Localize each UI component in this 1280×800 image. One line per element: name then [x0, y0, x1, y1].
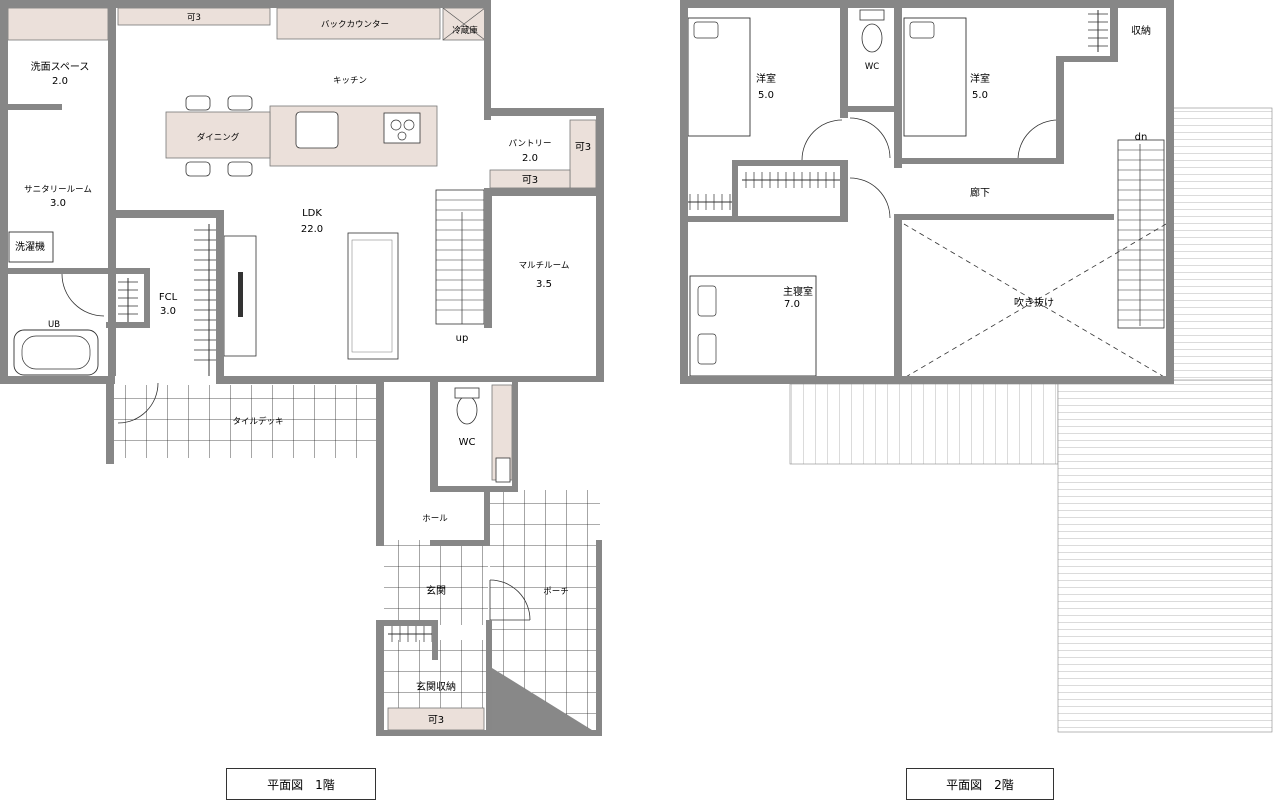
- pantry-shelf-right: [569, 119, 597, 189]
- floor2-walls: [680, 0, 1174, 384]
- caption-floor1-text: 平面図 1階: [267, 777, 335, 792]
- floor2-plan: [680, 0, 1273, 733]
- caption-floor2-text: 平面図 2階: [946, 777, 1014, 792]
- tile-deck-area: [114, 385, 382, 458]
- caption-floor2: 平面図 2階: [906, 768, 1054, 800]
- caption-floor1: 平面図 1階: [226, 768, 376, 800]
- floor1-walls: [0, 0, 604, 736]
- genkan-storage-shelf: [387, 707, 485, 731]
- balcony-deck-upper: [1171, 107, 1273, 381]
- porch-step: [492, 668, 600, 735]
- fukinuke-void: [903, 223, 1167, 379]
- stairs-floor1: [435, 189, 485, 325]
- stairs-floor2: [1117, 139, 1165, 329]
- balcony-deck-bottom: [789, 383, 1059, 465]
- back-counter: [276, 7, 441, 40]
- washbasin-counter: [7, 7, 109, 41]
- pantry-shelf-bottom: [489, 169, 571, 189]
- balcony-deck-right: [1057, 379, 1273, 733]
- storage-ka3-top: [117, 7, 271, 26]
- washer: [8, 231, 54, 263]
- dining-table: [165, 111, 271, 159]
- sofa: [347, 232, 399, 360]
- genkan-tile-area: [384, 540, 488, 625]
- floor1-plan: [0, 0, 604, 736]
- bathtub: [13, 329, 99, 376]
